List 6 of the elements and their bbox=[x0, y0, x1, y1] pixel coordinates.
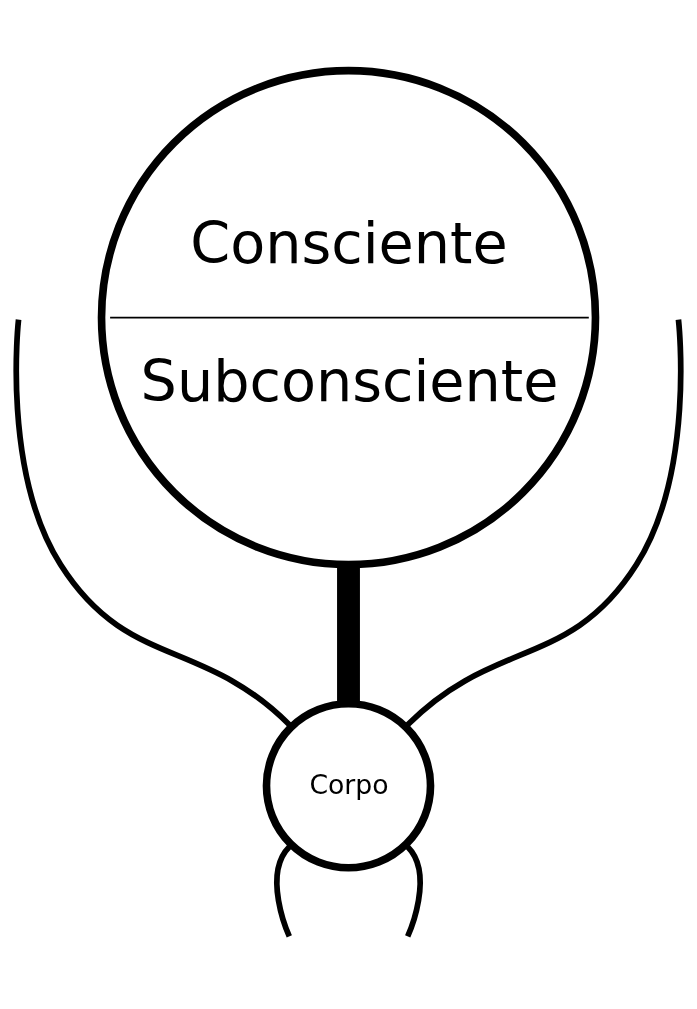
node-circle: Consciente Subconsciente bbox=[97, 66, 600, 569]
connector bbox=[405, 319, 684, 727]
node-circle: Corpo bbox=[262, 699, 435, 872]
connector bbox=[274, 845, 292, 938]
connector bbox=[405, 845, 423, 938]
connector bbox=[13, 319, 292, 727]
